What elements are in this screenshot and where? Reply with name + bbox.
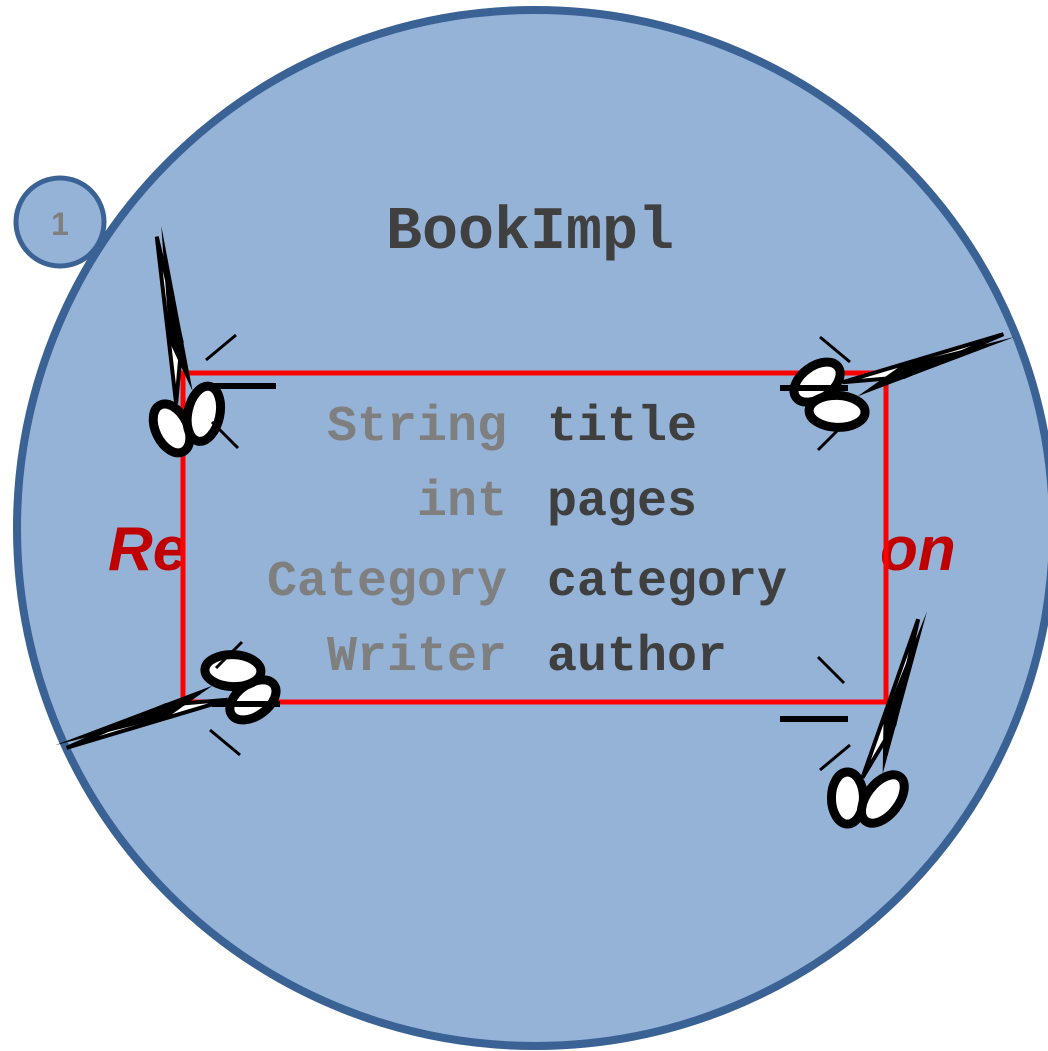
field-list: String title int pages Category category…	[267, 399, 787, 686]
step-badge-number: 1	[51, 206, 69, 242]
field-name: category	[547, 554, 787, 611]
field-name: author	[547, 629, 727, 686]
field-name: pages	[547, 474, 697, 531]
class-circle	[13, 6, 1048, 1050]
field-type: Category	[267, 554, 507, 611]
hidden-caption-left: Re	[108, 515, 187, 584]
field-type: String	[327, 399, 507, 456]
class-title: BookImpl	[386, 199, 674, 267]
hidden-caption-right: on	[880, 515, 956, 584]
cut-rectangle	[180, 370, 889, 705]
field-type: Writer	[327, 629, 507, 686]
step-badge	[13, 175, 107, 269]
field-type: int	[417, 474, 507, 531]
field-name: title	[547, 399, 697, 456]
